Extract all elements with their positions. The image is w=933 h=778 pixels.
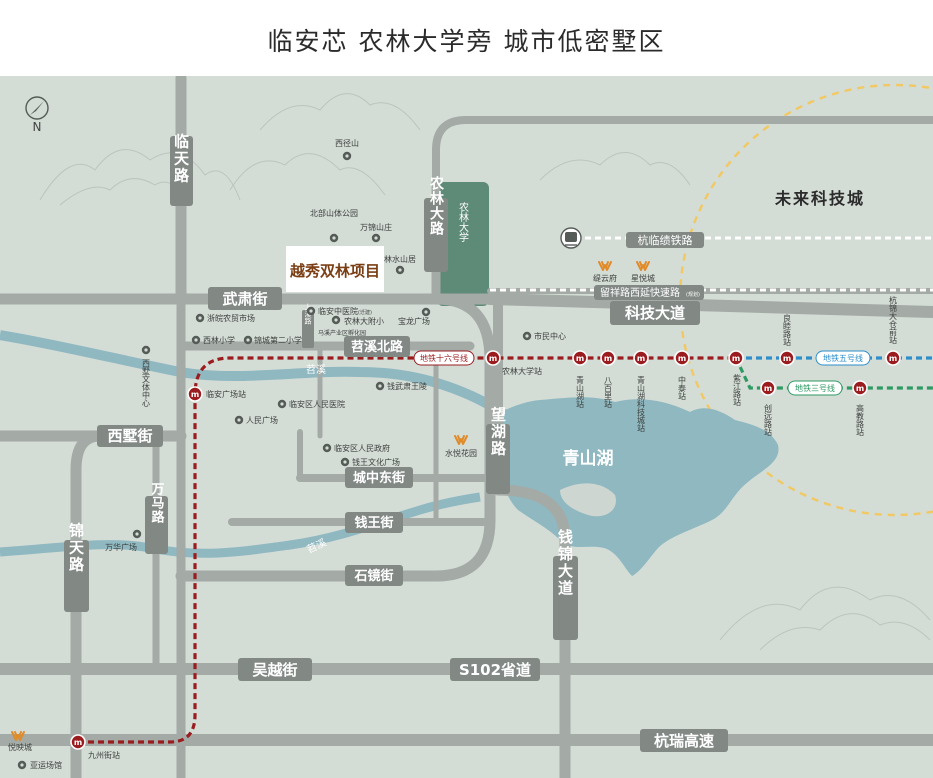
road-label-xishu: 西墅街 <box>107 427 152 445</box>
road-label-s102: S102省道 <box>459 661 531 679</box>
campus-label: 农林大学 <box>457 201 469 242</box>
metro-line-labels: 地铁十六号线 地铁五号线 地铁三号线 <box>413 350 871 396</box>
poi-renmin-hospital: 临安区人民医院 <box>289 399 345 409</box>
poi-qianwang-culture: 钱王文化广场 <box>352 457 400 467</box>
metro-stations: 农林大学站 青山湖站 八百里站 青山湖科技城站 中泰站 紫江路站 良睦路站 杭锦… <box>70 295 901 760</box>
water-label-qingshan-lake: 青山湖 <box>563 448 614 469</box>
poi-zhongyiyuan: 临安中医院 <box>318 306 358 316</box>
road-label-nonglin: 农林大路 <box>428 175 445 236</box>
road-labels: 临天路 农林大路 望湖路 万马路 锦天路 钱锦大道 上溪路 <box>64 133 578 640</box>
poi-nonglin-fuxiao: 农林大附小 <box>344 316 384 326</box>
road-label-lintian: 临天路 <box>172 133 190 185</box>
poi-jincheng-school: 锦城第二小学 <box>254 335 302 345</box>
road-label-liuxiang-tag: (规划) <box>686 291 700 298</box>
poi-yueyingcheng: 悦映城 <box>8 742 32 752</box>
road-label-wanghu: 望湖路 <box>489 406 507 458</box>
compass-north-label: N <box>33 120 42 134</box>
metro-line-16-label: 地铁十六号线 <box>420 353 468 363</box>
road-label-chengzhongdong: 城中东街 <box>353 470 405 486</box>
poi-xishu-center: 西墅文体中心 <box>142 359 151 407</box>
road-label-liuxiang: 留祥路西延快速路 <box>600 286 680 299</box>
poi-baolong: 宝龙广场 <box>398 316 430 326</box>
poi-shiminzhongxin: 市民中心 <box>534 331 566 341</box>
project-label: 越秀双林项目 <box>289 262 380 280</box>
nonglin-campus <box>437 182 489 306</box>
project-marker: 越秀双林项目 <box>286 246 384 292</box>
poi-beibu: 北部山体公园 <box>310 208 358 218</box>
water-label-tiaoxi-1: 苕溪 <box>306 364 326 376</box>
lake-island <box>560 483 616 517</box>
poster-header: 临安芯 农林大学旁 城市低密墅区 <box>0 0 933 76</box>
poi-shuiyue: 水悦花园 <box>445 448 477 458</box>
station-kejicheng: 青山湖科技城站 <box>637 375 646 433</box>
road-label-qianwang: 钱王街 <box>354 515 393 531</box>
train-station-icon <box>560 227 582 249</box>
station-zijiang: 紫江路站 <box>733 374 742 407</box>
road-label-wuyue: 吴越街 <box>252 661 297 679</box>
station-liangsui: 良睦路站 <box>783 313 792 347</box>
station-jiuzhoujie: 九州街站 <box>88 750 120 760</box>
road-label-qianjin: 钱锦大道 <box>556 528 574 597</box>
station-chuangyuan: 创远路站 <box>764 403 773 437</box>
poi-renmin-square: 人民广场 <box>246 415 278 425</box>
tiaoxi-river-south <box>0 492 481 558</box>
road-label-hangrui: 杭瑞高速 <box>654 732 714 750</box>
compass-icon <box>25 96 49 120</box>
road-label-hanglin-rail: 杭临绩铁路 <box>638 233 693 247</box>
compass: N <box>25 96 49 134</box>
road-label-kejidadao: 科技大道 <box>625 304 685 322</box>
station-gaojiao: 高教路站 <box>856 403 865 437</box>
poi-xingyue: 星悦城 <box>631 273 655 283</box>
poster-title: 临安芯 农林大学旁 城市低密墅区 <box>267 27 666 56</box>
poi-fanghua: 万华广场 <box>105 542 137 552</box>
location-map: m <box>0 76 933 778</box>
future-city-label: 未来科技城 <box>774 189 865 208</box>
tiaoxi-river <box>0 330 539 444</box>
station-qingshanhu: 青山湖站 <box>576 375 585 409</box>
poi-xilin-school: 西林小学 <box>203 335 235 345</box>
poi-layer: 西径山 北部山体公园 万锦山庄 林水山居 临安中医院 (迁建) 浙皖农贸市场 农… <box>8 138 655 770</box>
metro-line-3-path <box>734 357 933 390</box>
poi-zhongyiyuan-tag: (迁建) <box>358 309 372 316</box>
road-label-shangxi: 上溪路 <box>304 303 312 326</box>
metro-line-3-label: 地铁三号线 <box>795 383 835 393</box>
road-label-wanma: 万马路 <box>149 482 166 524</box>
road-label-mingxibei: 苕溪北路 <box>351 339 404 355</box>
poi-yayun: 亚运场馆 <box>30 760 62 770</box>
poi-xijingshan: 西径山 <box>335 138 359 148</box>
poi-yueyun: 缇云府 <box>593 273 617 283</box>
poi-qianwuwang: 钱武肃王陵 <box>387 381 427 391</box>
road-label-shijing: 石镜街 <box>353 568 393 584</box>
station-nonglin-daxue: 农林大学站 <box>502 366 542 376</box>
metro-line-5-label: 地铁五号线 <box>823 353 863 363</box>
station-babaili: 八百里站 <box>604 376 613 409</box>
poi-gov: 临安区人民政府 <box>334 443 390 453</box>
station-linan-square: 临安广场站 <box>206 389 246 399</box>
road-label-wusu: 武肃街 <box>222 290 267 308</box>
road-label-jintian: 锦天路 <box>67 522 85 574</box>
poi-linshui: 林水山居 <box>384 254 416 264</box>
station-hangjiang: 杭锦大仓前站 <box>889 295 898 345</box>
poi-maxi: 马溪产业区孵化园 <box>318 329 366 337</box>
poi-wanjin: 万锦山庄 <box>360 222 392 232</box>
road-labels-horizontal: 武肃街 科技大道 苕溪北路 西墅街 城中东街 钱王街 石镜街 吴越街 S102省… <box>97 232 728 752</box>
poi-zhejiang-market: 浙皖农贸市场 <box>207 313 255 323</box>
station-zhongtai: 中泰站 <box>678 375 687 401</box>
